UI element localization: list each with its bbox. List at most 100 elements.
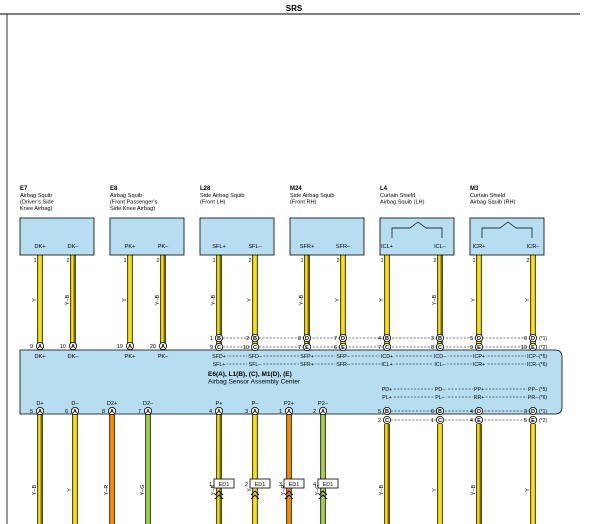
pin-circle — [250, 333, 259, 342]
pin-circle — [474, 342, 483, 351]
pin-circle — [284, 406, 293, 415]
upper-wire-color-label: Y — [525, 298, 531, 302]
wires-layer — [37, 248, 536, 524]
component-pin-number: 2 — [433, 258, 436, 264]
pin-number: 7 — [138, 409, 141, 415]
lower-wire-1 — [37, 414, 43, 524]
component-pin-number: 2 — [248, 258, 251, 264]
lower-wire-11 — [476, 424, 482, 524]
ed-connector-number: 1 — [209, 482, 212, 488]
component-pin-label: ICL– — [434, 244, 447, 250]
pin-number: 3 — [431, 336, 434, 342]
pin-connector: A — [158, 341, 167, 350]
pin-number: 2 — [313, 409, 316, 415]
upper-wire-4 — [160, 248, 166, 350]
component-name-line: (Front LH) — [200, 200, 226, 206]
pin-letter: C — [217, 345, 221, 351]
pin-number: 7 — [378, 345, 381, 351]
pin-letter: A — [73, 409, 77, 415]
pin-number: 10 — [60, 344, 66, 350]
pin-label: P2+ — [284, 401, 294, 407]
pin-letter: A — [321, 409, 325, 415]
upper-wire-color-label: Y — [335, 298, 341, 302]
signal-label: ICD– — [434, 354, 446, 360]
signal-label: SFP– — [336, 354, 349, 360]
pin-number: 8 — [298, 336, 301, 342]
component-name-line: Airbag Squib — [20, 193, 52, 199]
pin-letter: D — [531, 409, 535, 415]
pin-connector: A — [36, 341, 45, 350]
signal-label: PD– — [435, 387, 445, 393]
pin-letter: A — [287, 409, 291, 415]
pin-number: 5 — [524, 418, 527, 424]
pin-letter: A — [146, 409, 150, 415]
component-pin-number: 2 — [66, 258, 69, 264]
pin-label: DK+ — [34, 354, 45, 360]
pin-number: 5 — [378, 409, 381, 415]
pin-connector: D — [474, 406, 483, 415]
pin-letter: E — [477, 345, 481, 351]
bus-note: (*2) — [539, 418, 547, 424]
pin-connector: E — [529, 415, 538, 424]
pin-number: 10 — [521, 345, 527, 351]
pin-letter: A — [128, 344, 132, 350]
component-pin-number: 1 — [472, 258, 475, 264]
pin-letter: E — [477, 418, 481, 424]
pin-circle — [529, 406, 538, 415]
component-name-line: Knee Airbag) — [20, 206, 52, 212]
pin-connector: D — [338, 333, 347, 342]
pin-connector: A — [214, 406, 223, 415]
component-pin-label: PK+ — [125, 244, 136, 250]
lower-wire-color-label: Y–R — [281, 485, 287, 496]
component-pin-label: SFR– — [336, 244, 351, 250]
component-pin-number: 2 — [156, 258, 159, 264]
pin-letter: B — [253, 336, 257, 342]
pin-letter: B — [217, 336, 221, 342]
pin-number: 2 — [378, 418, 381, 424]
pin-connector: A — [143, 406, 152, 415]
pin-circle — [529, 333, 538, 342]
component-code: E7 — [20, 186, 28, 192]
pin-letter: C — [385, 418, 389, 424]
pin-connector: B — [382, 406, 391, 415]
pin-connector: E — [302, 342, 311, 351]
pin-number: 6 — [431, 409, 434, 415]
pin-label: P2– — [318, 401, 329, 407]
component-pin-number: 1 — [123, 258, 126, 264]
upper-wire-color-label: Y — [122, 298, 128, 302]
pin-connector: D — [474, 333, 483, 342]
pin-circle — [302, 333, 311, 342]
pin-number: 19 — [117, 344, 123, 350]
lower-wire-color-label: Y–B — [471, 484, 477, 495]
pin-label: PK– — [158, 354, 169, 360]
pin-number: 5 — [30, 409, 33, 415]
signal-label: ICR+ — [473, 362, 485, 368]
pin-circle — [214, 342, 223, 351]
pin-number: 9 — [30, 344, 33, 350]
pin-label: D+ — [36, 401, 43, 407]
pin-number: 1 — [279, 409, 282, 415]
page-header: SRS — [0, 4, 580, 15]
signal-label: SFL+ — [213, 362, 226, 368]
component-name-line: (Front RH) — [290, 200, 317, 206]
ed-connector-code: ED1 — [219, 482, 230, 488]
lower-wire-color-label: Y–G — [140, 484, 146, 495]
component-pin-label: SFL– — [248, 244, 262, 250]
signal-label: ICP– — [527, 354, 539, 360]
pin-connector: A — [126, 341, 135, 350]
component-name-line: Side Airbag Squib — [290, 193, 334, 199]
component-pin-label: ICR+ — [473, 244, 486, 250]
